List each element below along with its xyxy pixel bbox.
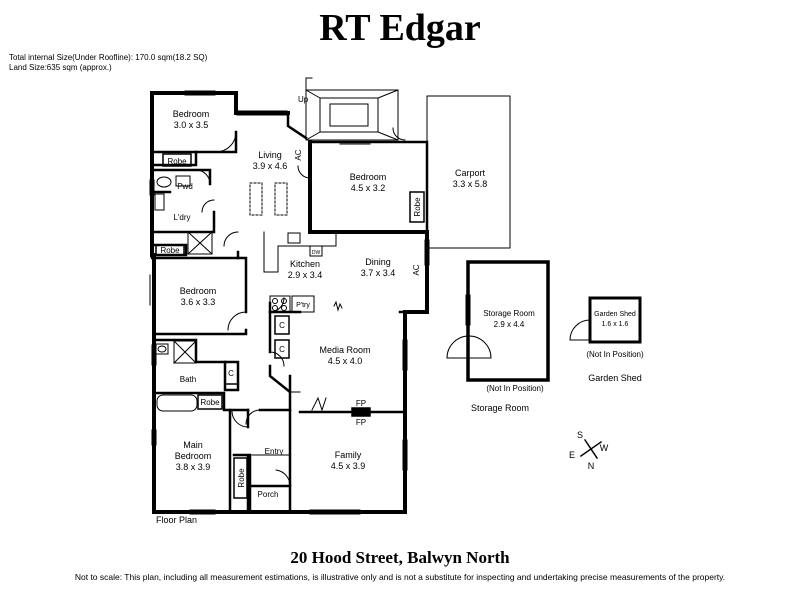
brand-title: RT Edgar <box>319 7 481 49</box>
fireplace-label-top: FP <box>356 399 366 408</box>
laundry-label: L'dry <box>173 213 190 222</box>
internal-size: Total internal Size(Under Roofline): 170… <box>9 53 208 62</box>
media-room-name: Media Room <box>319 345 370 355</box>
robe-label-4: Robe <box>413 197 422 217</box>
robe-label-5: Robe <box>237 468 246 488</box>
size-summary: Total internal Size(Under Roofline): 170… <box>9 53 207 73</box>
media-stair-line <box>311 396 327 412</box>
entry-label: Entry <box>265 447 284 456</box>
storage-not-in-position: (Not In Position) <box>486 384 544 393</box>
compass-s: S <box>577 430 583 440</box>
garden-not-in-position: (Not In Position) <box>586 350 644 359</box>
entry-door <box>251 454 291 487</box>
robe-label-3: Robe <box>200 398 220 407</box>
garden-caption: Garden Shed <box>588 373 642 383</box>
storage-room-building <box>446 260 550 382</box>
garden-shed-dims: 1.6 x 1.6 <box>602 321 629 328</box>
exterior-walls <box>150 91 429 514</box>
robe-label-1: Robe <box>167 157 187 166</box>
living-dims: 3.9 x 4.6 <box>253 161 288 171</box>
land-size: Land Size:635 sqm (approx.) <box>9 63 112 72</box>
bedroom-left-name: Bedroom <box>180 286 217 296</box>
fireplace-label-bottom: FP <box>356 418 366 427</box>
cupboard-label-1: C <box>279 321 285 330</box>
disclaimer-text: Not to scale: This plan, including all m… <box>74 572 726 582</box>
ac-label-living: AC <box>294 149 303 160</box>
compass-e: E <box>569 450 575 460</box>
porch-label: Porch <box>258 490 279 499</box>
bedroom-top-name: Bedroom <box>173 109 210 119</box>
cupboard-label-3: C <box>228 369 234 378</box>
carport-name: Carport <box>455 168 486 178</box>
floor-plan-caption: Floor Plan <box>156 515 197 525</box>
family-name: Family <box>335 450 362 460</box>
dining-dims: 3.7 x 3.4 <box>361 268 396 278</box>
main-bedroom-dims: 3.8 x 3.9 <box>176 462 211 472</box>
kitchen-dims: 2.9 x 3.4 <box>288 270 323 280</box>
kitchen-benches <box>263 231 343 313</box>
storage-caption: Storage Room <box>471 403 529 413</box>
dining-name: Dining <box>365 257 391 267</box>
property-address: 20 Hood Street, Balwyn North <box>290 548 510 567</box>
living-rugs <box>249 182 288 216</box>
stairs <box>305 77 399 141</box>
bedroom-mid-dims: 4.5 x 3.2 <box>351 183 386 193</box>
pantry-label: P'try <box>296 302 310 309</box>
door-swings <box>195 127 406 428</box>
main-bedroom-name-2: Bedroom <box>175 451 212 461</box>
storage-name: Storage Room <box>483 309 535 318</box>
bedroom-left-dims: 3.6 x 3.3 <box>181 297 216 307</box>
garden-shed-name: Garden Shed <box>594 311 636 318</box>
dishwasher-label: DW <box>312 250 321 256</box>
main-bedroom-name-1: Main <box>183 440 203 450</box>
compass-n: N <box>588 461 595 471</box>
living-name: Living <box>258 150 282 160</box>
storage-dims: 2.9 x 4.4 <box>494 320 525 329</box>
cupboard-label-2: C <box>279 345 285 354</box>
carport-outline <box>426 95 511 249</box>
kitchen-name: Kitchen <box>290 259 320 269</box>
bath-label: Bath <box>180 375 196 384</box>
cupboards <box>155 153 425 499</box>
powder-room-label: Pwd <box>177 182 193 191</box>
windows <box>149 90 430 515</box>
compass-icon <box>579 438 603 460</box>
ac-label-dining: AC <box>412 264 421 275</box>
media-room-dims: 4.5 x 4.0 <box>328 356 363 366</box>
robe-label-2: Robe <box>160 246 180 255</box>
bedroom-top-dims: 3.0 x 3.5 <box>174 120 209 130</box>
fireplace <box>351 407 371 417</box>
family-dims: 4.5 x 3.9 <box>331 461 366 471</box>
wet-area-fixtures <box>154 175 213 412</box>
carport-dims: 3.3 x 5.8 <box>453 179 488 189</box>
garden-shed-building <box>569 296 642 344</box>
compass-w: W <box>600 443 609 453</box>
stairs-up-label: Up <box>298 95 309 104</box>
bedroom-mid-name: Bedroom <box>350 172 387 182</box>
